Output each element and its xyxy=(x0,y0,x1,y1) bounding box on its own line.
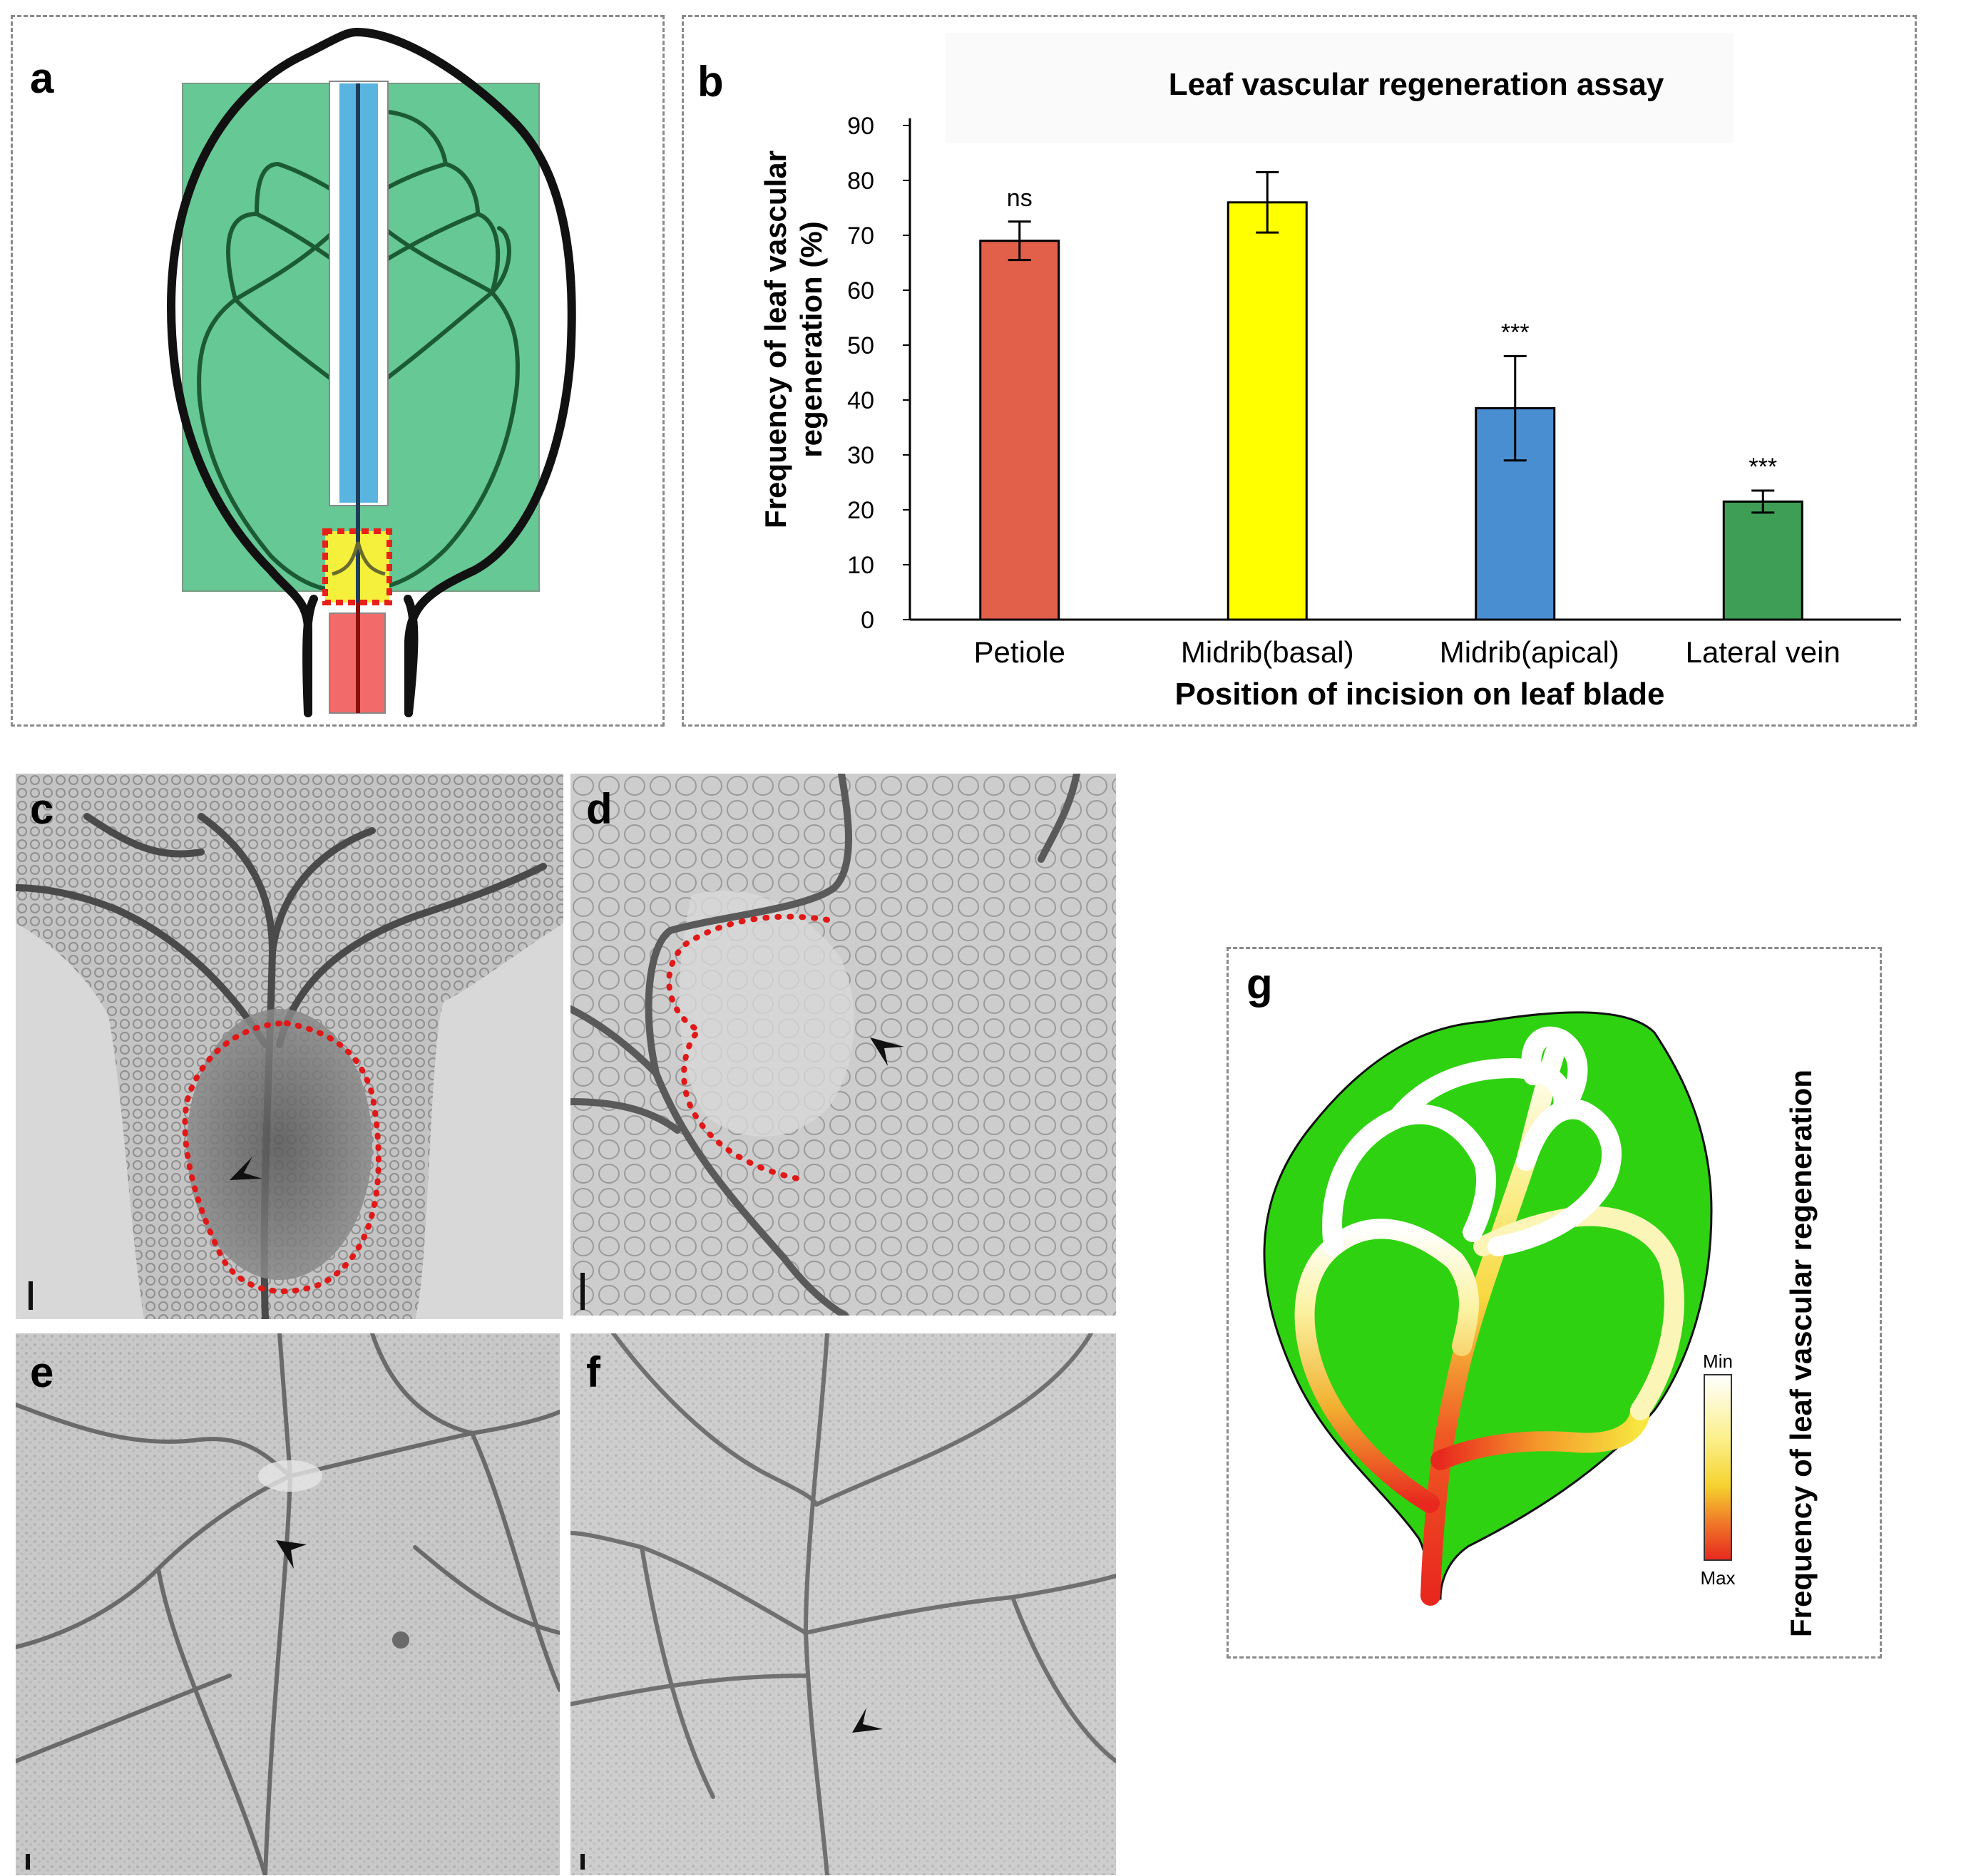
bar xyxy=(1722,500,1803,621)
colorbar xyxy=(1704,1374,1732,1561)
micrograph-e xyxy=(16,1333,560,1875)
panel-e-label: e xyxy=(30,1348,54,1396)
leaf-outline xyxy=(167,28,576,717)
wound-outline xyxy=(182,1020,382,1294)
panel-b-label: b xyxy=(697,58,724,106)
y-tick-label: 60 xyxy=(847,277,874,304)
arrowhead-marker xyxy=(852,1708,883,1733)
panel-f-label: f xyxy=(586,1348,600,1396)
bar xyxy=(979,240,1060,621)
micrograph-f xyxy=(570,1333,1116,1875)
y-tick-label: 70 xyxy=(847,222,874,250)
y-tick-label: 10 xyxy=(847,552,874,579)
micrograph-c xyxy=(16,774,563,1319)
y-axis-label: Frequency of leaf vascular regeneration … xyxy=(759,150,828,528)
panel-a-leaf-schematic xyxy=(167,28,576,717)
y-tick-label: 30 xyxy=(847,442,874,469)
leaf-heatmap: Min Max Frequency of leaf vascular regen… xyxy=(1263,1011,1818,1637)
significance-label: *** xyxy=(1501,319,1530,346)
panel-d-label: d xyxy=(586,785,613,833)
significance-label: *** xyxy=(1748,453,1777,481)
bar xyxy=(1227,201,1308,621)
micrograph-d xyxy=(570,774,1116,1316)
colorbar-title: Frequency of leaf vascular regeneration xyxy=(1784,1070,1818,1637)
y-tick-label: 40 xyxy=(847,387,874,414)
category-label: Midrib(apical) xyxy=(1440,635,1619,669)
panel-g-label: g xyxy=(1246,960,1273,1008)
x-axis-label: Position of incision on leaf blade xyxy=(1175,677,1665,712)
y-tick-label: 90 xyxy=(847,113,874,140)
category-label: Lateral vein xyxy=(1686,635,1840,669)
y-axis-label-line-1: Frequency of leaf vascular xyxy=(759,150,792,528)
chart-title: Leaf vascular regeneration assay xyxy=(1169,67,1664,102)
y-tick-label: 80 xyxy=(847,168,874,195)
wound-region xyxy=(187,1009,372,1280)
y-tick-label: 0 xyxy=(861,607,874,634)
y-tick-label: 20 xyxy=(847,497,874,524)
y-tick-label: 50 xyxy=(847,332,874,359)
y-axis-label-line-2: regeneration (%) xyxy=(794,221,828,457)
panel-c-label: c xyxy=(30,785,54,833)
colorbar-min-label: Min xyxy=(1703,1350,1733,1372)
bar-chart: Leaf vascular regeneration assay Frequen… xyxy=(759,33,1901,712)
panel-a-frame xyxy=(11,15,665,727)
panel-b-frame xyxy=(682,15,1917,727)
scale-bar xyxy=(580,1273,585,1310)
arrowhead-marker xyxy=(870,1037,904,1066)
leaf-blade xyxy=(1263,1011,1713,1600)
category-label: Midrib(basal) xyxy=(1181,635,1354,669)
arrowhead-marker xyxy=(276,1540,307,1569)
scale-bar xyxy=(26,1854,30,1870)
scale-bar xyxy=(29,1281,33,1310)
panel-g-frame xyxy=(1227,947,1882,1659)
colorbar-max-label: Max xyxy=(1700,1567,1735,1589)
category-label: Petiole xyxy=(974,635,1065,669)
scale-bar xyxy=(580,1854,585,1870)
arrowhead-marker xyxy=(230,1157,262,1180)
panel-a-label: a xyxy=(30,54,54,102)
significance-label: ns xyxy=(1007,185,1033,212)
